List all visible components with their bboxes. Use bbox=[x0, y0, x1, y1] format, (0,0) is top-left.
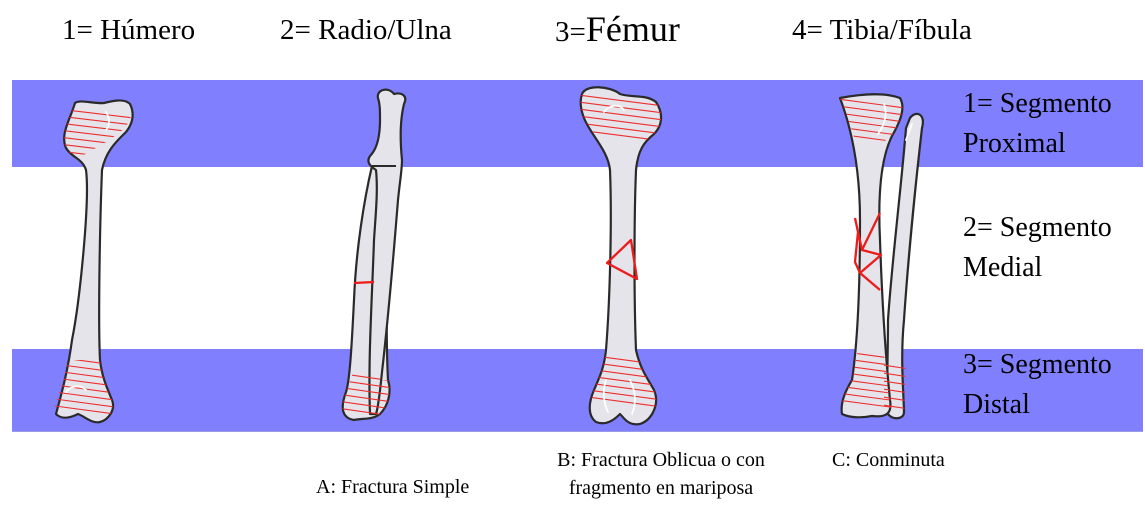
femur-bone bbox=[570, 87, 680, 424]
fracture-type-b-label: B: Fractura Oblicua o con fragmento en m… bbox=[536, 446, 786, 502]
fracture-type-a-label: A: Fractura Simple bbox=[316, 473, 469, 501]
tibia-fibula-bone bbox=[830, 94, 923, 418]
radius-ulna-bone bbox=[330, 90, 405, 420]
humerus-bone bbox=[40, 100, 150, 422]
radius-simple-fracture bbox=[354, 282, 374, 283]
fracture-type-b-line2: fragmento en mariposa bbox=[536, 474, 786, 502]
fracture-type-c-label: C: Conminuta bbox=[832, 446, 945, 474]
fracture-type-b-line1: B: Fractura Oblicua o con bbox=[536, 446, 786, 474]
fibula-outline bbox=[887, 114, 923, 418]
